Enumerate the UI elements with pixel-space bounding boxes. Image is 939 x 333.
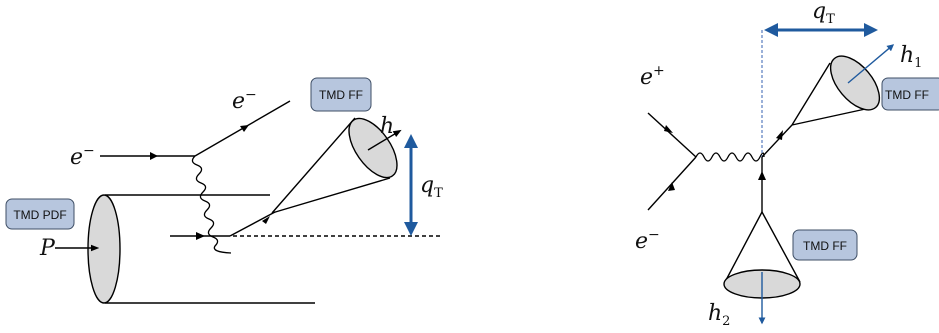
proton-cylinder	[55, 194, 315, 304]
tmd-ff-box-upper: TMD FF	[881, 77, 939, 111]
tmd-ff-label-left: TMD FF	[319, 88, 363, 102]
hadron-label: h	[380, 114, 394, 139]
photon-line-left	[191, 155, 232, 254]
lepton-lines-right	[647, 112, 697, 211]
tmd-pdf-label: TMD PDF	[13, 208, 66, 222]
h1-label: h1	[900, 43, 922, 71]
h2-label: h2	[708, 301, 730, 329]
hadron-arrow	[367, 129, 402, 151]
right-diagram: e+ e− h1 h2 qT TMD FF TMD FF	[635, 0, 939, 329]
qt-arrow-right	[764, 23, 878, 37]
tmd-ff-box-left: TMD FF	[310, 77, 372, 112]
electron-label-right: e−	[635, 227, 660, 254]
tmd-pdf-box: TMD PDF	[5, 198, 75, 230]
left-diagram: e− e− P h qT TMD PDF TMD FF	[5, 77, 443, 304]
quark-lines	[170, 211, 440, 240]
qt-label-right: qT	[812, 0, 835, 27]
fragmentation-cone-left	[271, 117, 402, 214]
tmd-ff-label-upper: TMD FF	[885, 88, 929, 102]
fragmentation-cone-upper	[791, 44, 895, 126]
positron-label: e+	[640, 63, 665, 90]
tmd-ff-label-lower: TMD FF	[803, 239, 847, 253]
proton-label: P	[39, 236, 56, 261]
electron-out-label: e−	[232, 87, 257, 114]
h1-arrow	[847, 44, 895, 84]
fragmentation-cone-lower	[723, 211, 801, 325]
tmd-ff-box-lower: TMD FF	[792, 229, 858, 261]
qt-label-left: qT	[420, 173, 443, 201]
electron-lines	[100, 100, 291, 160]
photon-line-right	[695, 152, 765, 162]
quark-lines-right	[758, 124, 793, 212]
proton-ellipse	[87, 194, 121, 304]
electron-in-label: e−	[70, 143, 95, 170]
qt-arrow-left	[404, 134, 418, 236]
